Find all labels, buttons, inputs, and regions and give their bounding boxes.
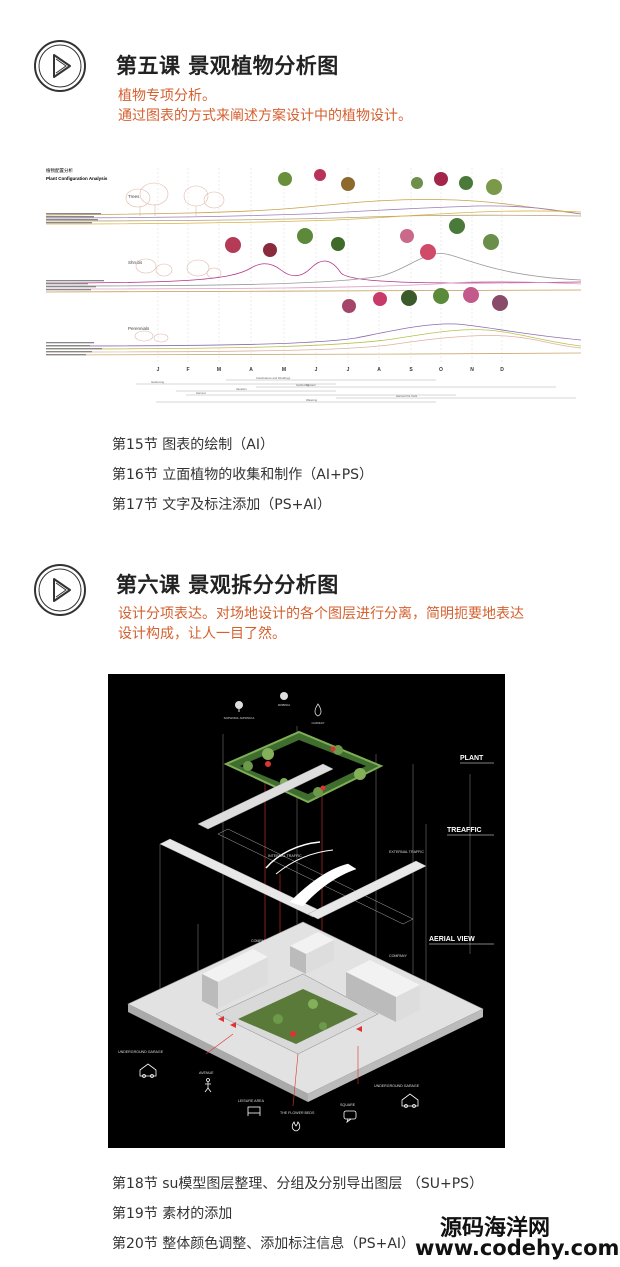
- building-block: [202, 949, 268, 1009]
- row-label-trees: Trees: [128, 194, 140, 199]
- layer-label-plant: PLANT: [460, 755, 484, 762]
- sofa-icon: [247, 1106, 261, 1116]
- activity-label: Vacation: [236, 387, 247, 391]
- shrubs-curves: [45, 253, 582, 293]
- site-label: COMPANY: [389, 954, 408, 958]
- plant-label: ROBINIA: [278, 703, 290, 707]
- site-label: AVENUE: [199, 1071, 214, 1075]
- flower-icon: [280, 692, 288, 700]
- layer-label-aerial-view: AERIAL VIEW: [429, 936, 475, 943]
- month-label: A: [377, 367, 381, 373]
- month-label: O: [439, 367, 443, 373]
- section-15: 第15节 图表的绘制（AI）: [112, 437, 274, 453]
- lotus-icon: [291, 1121, 301, 1132]
- car-icon: [401, 1093, 419, 1108]
- month-label: M: [282, 367, 286, 373]
- row-label-perennials: Perennials: [128, 326, 150, 331]
- section-19: 第19节 素材的添加: [112, 1206, 233, 1222]
- month-label: S: [409, 367, 413, 373]
- site-label: UNDERGROUND GARAGE: [374, 1084, 420, 1088]
- section-18: 第18节 su模型图层整理、分组及分别导出图层 （SU+PS）: [112, 1176, 484, 1192]
- row-label-shrubs: Shrubs: [128, 260, 143, 265]
- site-label: COMPANY: [251, 939, 270, 943]
- plant-label: CHINKAY: [311, 721, 324, 725]
- activity-label: Celebrations and Weddings: [256, 376, 291, 380]
- lesson5-desc-line-1: 植物专项分析。: [118, 88, 216, 104]
- section-20: 第20节 整体颜色调整、添加标注信息（PS+AI）: [112, 1236, 416, 1252]
- pedestrian-icon: [204, 1078, 212, 1093]
- month-label: M: [217, 367, 221, 373]
- lesson6-desc-line-2: 设计构成，让人一目了然。: [118, 626, 286, 642]
- car-icon: [139, 1063, 157, 1078]
- plant-photo-circles: [225, 169, 508, 313]
- lesson6-desc-line-1: 设计分项表达。对场地设计的各个图层进行分离，简明扼要地表达: [118, 606, 524, 622]
- month-label: A: [249, 367, 253, 373]
- site-base: [127, 921, 484, 1102]
- perennials-curves: [45, 323, 582, 356]
- month-label: J: [315, 367, 318, 373]
- building-block: [290, 932, 334, 974]
- chart-title: 植物配置分析: [46, 167, 73, 174]
- traffic-label: EXTERNAL TRAFFIC: [389, 850, 424, 854]
- plant-label: SOPHORA JAPONICA: [224, 716, 255, 720]
- trees-curves: [45, 199, 582, 225]
- traffic-label: INTERNAL TRAFFIC: [268, 854, 302, 858]
- activity-label: Flowers: [306, 383, 316, 387]
- activity-label: Harvest the fruits: [396, 394, 418, 398]
- chart-subtitle: Plant Configuration Analysis: [46, 176, 108, 181]
- plant-configuration-chart: 植物配置分析 Plant Configuration Analysis Tree…: [36, 158, 584, 406]
- site-label: THE FLOWER BEDS: [280, 1111, 315, 1115]
- section-17: 第17节 文字及标注添加（PS+AI）: [112, 497, 332, 513]
- activity-label: Watering: [306, 398, 318, 402]
- month-label: J: [157, 367, 160, 373]
- building-block: [346, 960, 420, 1022]
- site-label: LEISURE AREA: [238, 1099, 265, 1103]
- month-label: N: [470, 367, 474, 373]
- section-16: 第16节 立面植物的收集和制作（AI+PS）: [112, 467, 374, 483]
- activity-label: Gardening: [296, 383, 310, 387]
- lesson5-description: 植物专项分析。 通过图表的方式来阐述方案设计中的植物设计。: [118, 86, 412, 126]
- play-circle-icon: [34, 564, 86, 616]
- activity-label: Gardening: [151, 380, 165, 384]
- lesson5-title: 第五课 景观植物分析图: [116, 54, 339, 78]
- activity-label: Harvest: [196, 391, 206, 395]
- lesson6-description: 设计分项表达。对场地设计的各个图层进行分离，简明扼要地表达 设计构成，让人一目了…: [118, 604, 524, 644]
- exploded-landscape-diagram: SOPHORA JAPONICA ROBINIA CHINKAY: [108, 674, 505, 1148]
- watermark-title: 源码海洋网: [440, 1216, 551, 1241]
- lesson5-desc-line-2: 通过图表的方式来阐述方案设计中的植物设计。: [118, 108, 412, 124]
- play-circle-icon: [34, 40, 86, 92]
- tree-icon: [235, 701, 243, 712]
- leaf-icon: [314, 703, 322, 717]
- month-label: J: [347, 367, 350, 373]
- month-label: F: [186, 367, 189, 373]
- month-label: D: [500, 367, 504, 373]
- chat-icon: [343, 1110, 357, 1124]
- layer-label-traffic: TREAFFIC: [447, 827, 482, 834]
- site-label: SQUARE: [340, 1103, 356, 1107]
- watermark-url: www.codehy.com: [415, 1236, 620, 1260]
- lesson6-title: 第六课 景观拆分分析图: [116, 573, 339, 597]
- traffic-layer: [159, 763, 427, 925]
- site-label: UNDERGROUND GARAGE: [118, 1050, 164, 1054]
